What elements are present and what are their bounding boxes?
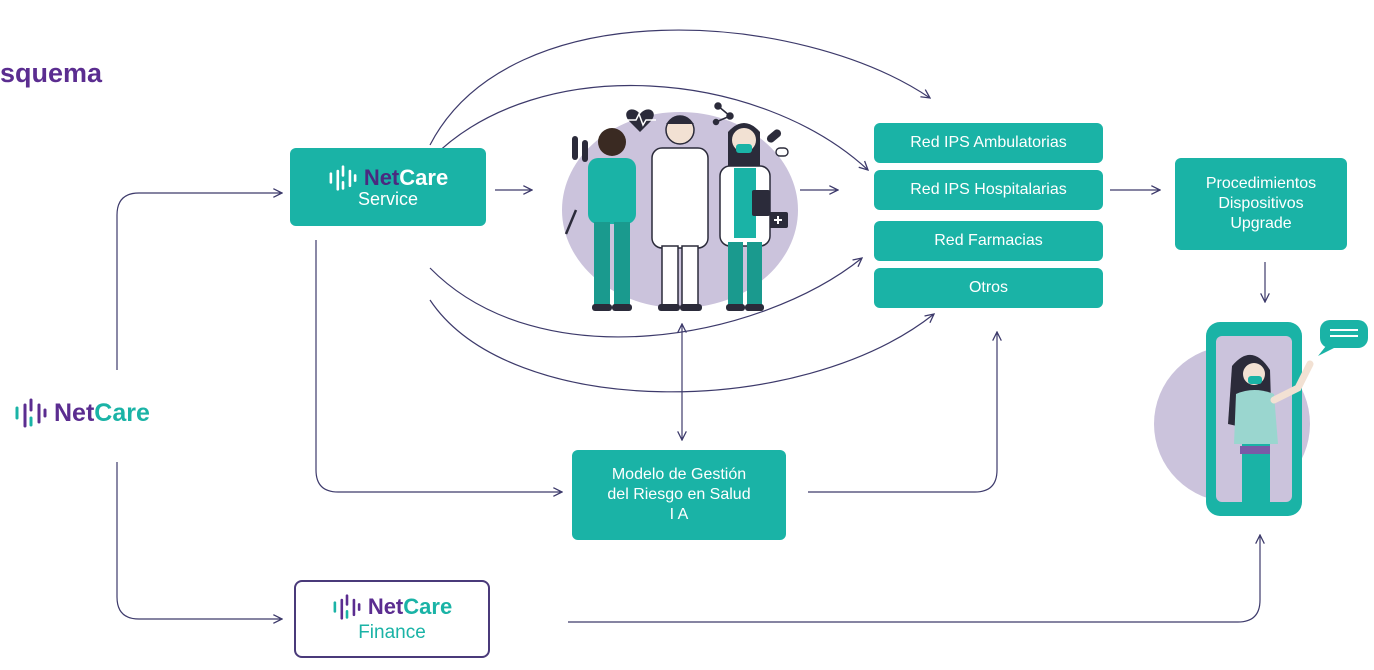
procedures-box: Procedimientos Dispositivos Upgrade — [1175, 158, 1347, 250]
network-label: Red IPS Ambulatorias — [910, 134, 1067, 151]
chat-bubble-icon — [1318, 320, 1368, 356]
edge-finance-phone — [568, 535, 1260, 623]
procedures-line: Procedimientos — [1205, 175, 1317, 192]
service-brand: NetCare — [328, 165, 448, 191]
molecule-icon — [712, 102, 734, 126]
phone-doctor-illustration — [1154, 320, 1368, 516]
nurse-figure — [1228, 354, 1314, 502]
netcare-logo-icon — [329, 165, 357, 191]
network-label: Red IPS Hospitalarias — [910, 181, 1067, 198]
netcare-logo: NetCare — [14, 398, 150, 428]
first-aid-kit-icon — [768, 212, 788, 228]
edge-curve-top — [429, 29, 930, 146]
edge-service-risk — [315, 240, 562, 492]
pill-icon — [766, 129, 789, 157]
network-label: Red Farmacias — [934, 232, 1043, 249]
netcare-logo-icon — [333, 594, 361, 620]
finance-subtitle: Finance — [358, 622, 426, 643]
doctor-figure-left — [588, 128, 636, 311]
doctor-figure-right — [719, 123, 771, 311]
brand-care: Care — [94, 398, 150, 427]
brand-net: Net — [54, 398, 95, 427]
network-label: Otros — [968, 279, 1009, 296]
network-box-ambulatorias: Red IPS Ambulatorias — [874, 123, 1103, 163]
edge-curve-inner-top — [431, 85, 868, 170]
edge-curve-bottom — [429, 299, 934, 393]
risk-model-line: del Riesgo en Salud — [607, 486, 751, 503]
network-box-farmacias: Red Farmacias — [874, 221, 1103, 261]
finance-brand: NetCare — [332, 594, 452, 620]
netcare-service-box: NetCare Service — [290, 148, 486, 226]
edge-risk-networks — [808, 332, 997, 493]
doctors-illustration — [562, 102, 798, 311]
syringe-icon — [564, 209, 578, 235]
finance-net: Net — [367, 594, 404, 619]
risk-model-line: I A — [669, 506, 689, 523]
network-box-otros: Otros — [874, 268, 1103, 308]
procedures-line: Upgrade — [1230, 215, 1292, 232]
edge-curve-inner-bottom — [429, 258, 862, 338]
service-net: Net — [363, 165, 400, 190]
risk-model-line: Modelo de Gestión — [611, 466, 747, 483]
netcare-finance-box: NetCare Finance — [294, 580, 490, 658]
service-subtitle: Service — [357, 189, 419, 209]
service-care: Care — [399, 165, 449, 190]
network-box-hospitalarias: Red IPS Hospitalarias — [874, 170, 1103, 210]
risk-model-box: Modelo de Gestión del Riesgo en Salud I … — [572, 450, 786, 540]
edge-netcare-finance — [116, 462, 282, 619]
heart-rate-icon — [626, 109, 656, 132]
doctor-figure-center — [651, 115, 709, 311]
procedures-line: Dispositivos — [1218, 195, 1304, 212]
finance-care: Care — [403, 594, 453, 619]
netcare-logo-icon — [15, 398, 47, 428]
page-title: squema — [0, 58, 103, 88]
test-tubes-icon — [572, 136, 588, 162]
edge-netcare-service — [116, 193, 282, 370]
